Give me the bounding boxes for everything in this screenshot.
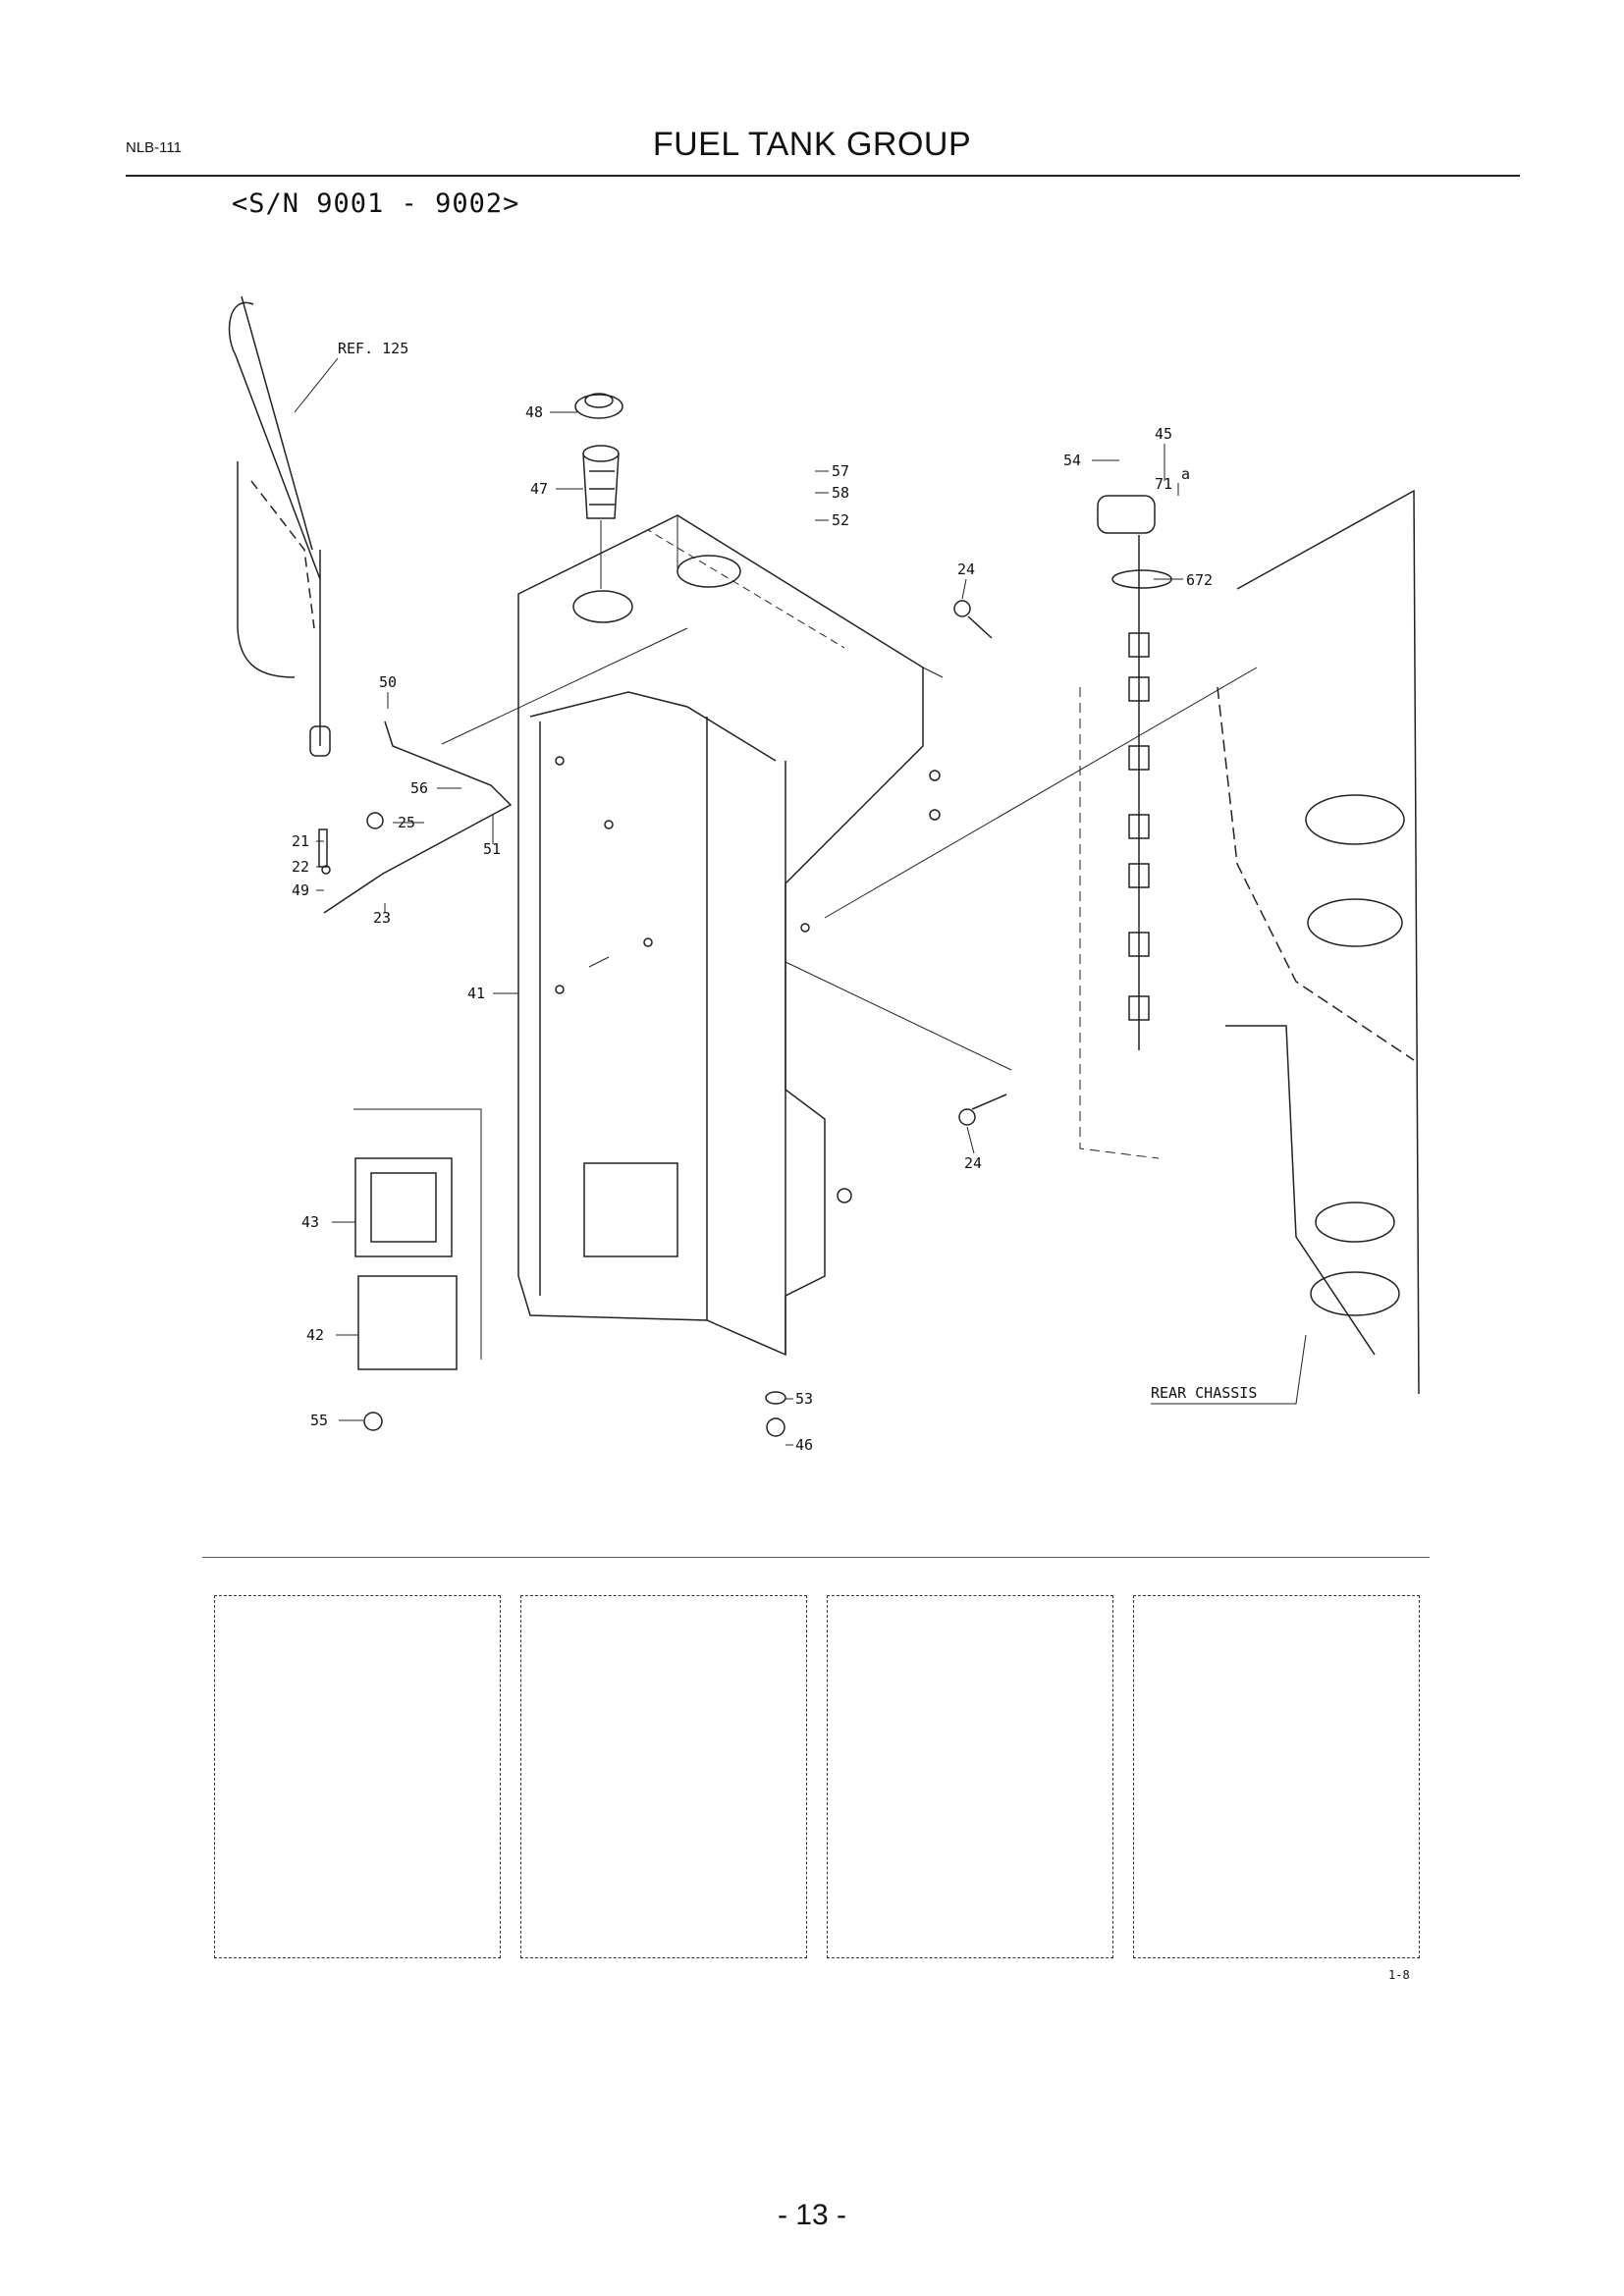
parts-box-1 bbox=[214, 1595, 501, 1958]
rear-chassis bbox=[1217, 489, 1420, 1395]
page-number: - 13 - bbox=[777, 2199, 847, 2231]
ref-125-label: REF. 125 bbox=[338, 340, 408, 357]
parts-box-row bbox=[214, 1595, 1422, 1958]
gasket-43 bbox=[354, 1157, 453, 1257]
callout-52: 52 bbox=[832, 511, 849, 529]
rear-chassis-label: REAR CHASSIS bbox=[1151, 1384, 1257, 1402]
callout-23: 23 bbox=[373, 909, 391, 927]
fuel-tank-exploded-diagram: 48 47 57 58 52 24 45 54 71 a 672 50 56 2… bbox=[228, 295, 1420, 1454]
callout-48: 48 bbox=[525, 403, 543, 421]
callout-24-lower: 24 bbox=[964, 1154, 982, 1172]
callout-45: 45 bbox=[1155, 425, 1172, 443]
filler-cap-48 bbox=[574, 393, 623, 419]
filler-neck bbox=[572, 590, 633, 623]
header-rule bbox=[126, 175, 1520, 177]
bolt-24-upper bbox=[953, 600, 993, 639]
callout-58: 58 bbox=[832, 484, 849, 502]
nut-55 bbox=[363, 1412, 383, 1431]
fuel-tank-body bbox=[517, 514, 944, 1357]
callout-24: 24 bbox=[957, 561, 975, 578]
strainer-47 bbox=[582, 445, 620, 519]
section-separator bbox=[202, 1557, 1430, 1558]
callout-54: 54 bbox=[1063, 452, 1081, 469]
gauge-port bbox=[677, 555, 741, 588]
callout-57: 57 bbox=[832, 462, 849, 480]
cover-plate-42 bbox=[357, 1275, 458, 1370]
callout-56: 56 bbox=[410, 779, 428, 797]
sheet-id: 1-8 bbox=[1388, 1968, 1410, 1982]
page-title: FUEL TANK GROUP bbox=[652, 126, 972, 163]
callout-21: 21 bbox=[292, 832, 309, 850]
handrail-ref-125 bbox=[228, 295, 331, 757]
drain-plug-46 bbox=[766, 1417, 785, 1437]
level-sender-45 bbox=[1079, 495, 1172, 1159]
serial-range: <S/N 9001 - 9002> bbox=[232, 188, 520, 219]
parts-box-3 bbox=[827, 1595, 1113, 1958]
callout-leaders bbox=[294, 357, 1307, 1446]
parts-box-2 bbox=[520, 1595, 807, 1958]
callout-49: 49 bbox=[292, 881, 309, 899]
callout-50: 50 bbox=[379, 673, 397, 691]
callout-55: 55 bbox=[310, 1412, 328, 1429]
parts-box-4 bbox=[1133, 1595, 1420, 1958]
callout-47: 47 bbox=[530, 480, 548, 498]
callout-71: 71 bbox=[1155, 475, 1172, 493]
leader-lines bbox=[441, 627, 1258, 1071]
callout-43: 43 bbox=[301, 1213, 319, 1231]
callout-42: 42 bbox=[306, 1326, 324, 1344]
document-code: NLB-111 bbox=[126, 139, 182, 156]
callout-labels: 48 47 57 58 52 24 45 54 71 a 672 50 56 2… bbox=[292, 340, 1257, 1454]
callout-22: 22 bbox=[292, 858, 309, 876]
callout-46: 46 bbox=[795, 1436, 813, 1454]
callout-51: 51 bbox=[483, 840, 501, 858]
bolt-24-lower bbox=[958, 1094, 1007, 1126]
callout-53: 53 bbox=[795, 1390, 813, 1408]
callout-41: 41 bbox=[467, 985, 485, 1002]
callout-a: a bbox=[1181, 465, 1190, 483]
callout-672: 672 bbox=[1186, 571, 1213, 589]
washer-53 bbox=[765, 1391, 786, 1405]
